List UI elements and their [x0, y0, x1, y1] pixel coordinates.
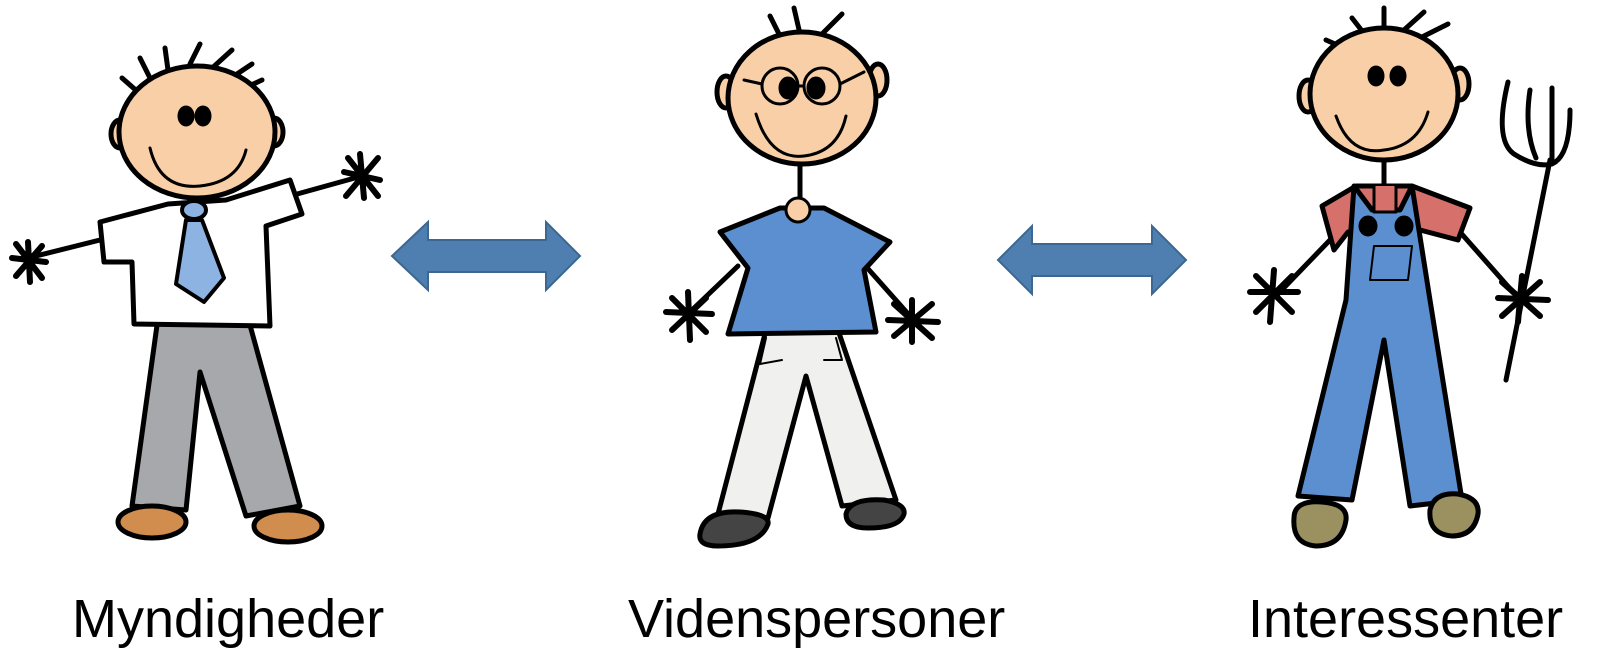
role-label-videnspersoner: Videnspersoner: [628, 588, 994, 650]
person-farmer-icon: [1250, 8, 1570, 546]
double-arrow-icon: [998, 226, 1186, 294]
role-label-myndigheder: Myndigheder: [72, 588, 374, 650]
person-official-icon: [12, 44, 380, 542]
pitchfork-icon: [1502, 82, 1570, 380]
role-label-interessenter: Interessenter: [1248, 588, 1548, 650]
double-arrow-icon: [392, 222, 580, 290]
person-expert-icon: [666, 8, 938, 546]
